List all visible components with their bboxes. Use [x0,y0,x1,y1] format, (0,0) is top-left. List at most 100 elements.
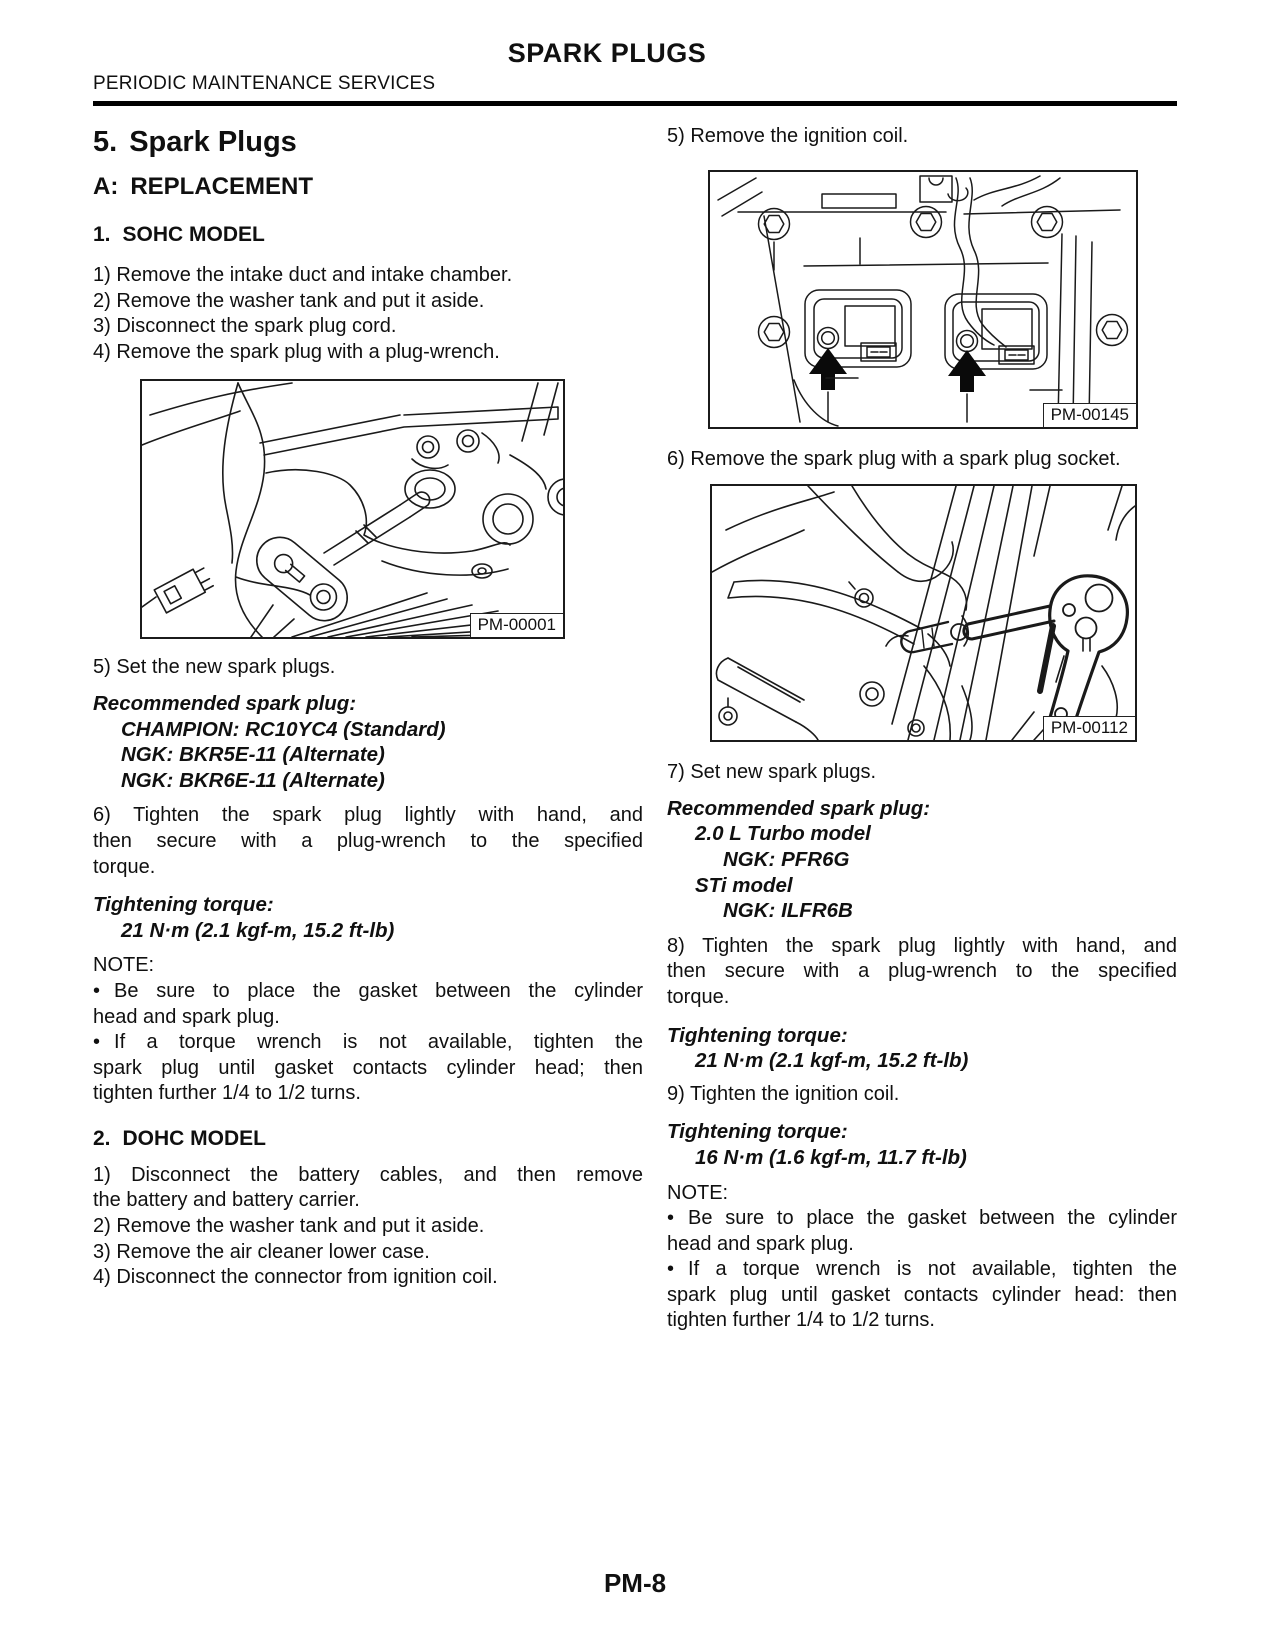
note-line: tighten further 1/4 to 1/2 turns. [93,1082,361,1105]
hex-bolt [1097,314,1128,345]
sohc-heading: 1. SOHC MODEL [93,223,643,247]
figure-code: PM-00145 [1050,404,1129,424]
step-5: 5) Set the new spark plugs. [93,656,336,679]
dohc-title: DOHC MODEL [122,1126,267,1150]
spec-plug: NGK: ILFR6B [723,899,853,923]
hex-bolt [759,208,790,239]
spec-line: NGK: BKR6E-11 (Alternate) [121,768,385,792]
dohc-steps: 1) Disconnect the battery cables, and th… [93,1163,643,1291]
ignition-coil-right [945,294,1047,369]
tightening-torque-spec-1: Tightening torque: 21 N·m (2.1 kgf-m, 15… [667,1023,1177,1074]
step-line: the battery and battery carrier. [93,1189,360,1212]
step-8-line: 8) Tighten the spark plug lightly with h… [667,934,1177,957]
dohc-number: 2. [93,1126,111,1150]
step-8-line: torque. [667,985,730,1008]
spec-plug: NGK: PFR6G [723,847,850,871]
bullet-glyph: • [93,1031,101,1054]
step-7: 7) Set new spark plugs. [667,761,876,784]
step-item: 1) Remove the intake duct and intake cha… [93,264,513,286]
subsection-letter: A: [93,173,119,200]
spec-model: 2.0 L Turbo model [695,822,871,846]
two-column-layout: 5. Spark Plugs A: REPLACEMENT 1. SOHC MODEL… [93,118,1177,1334]
recommended-plug-spec: Recommended spark plug: CHAMPION: RC10YC… [93,691,643,793]
ignition-coil-left [805,290,911,367]
coil-bolt-arrow-left [809,347,847,390]
chapter-number: 5. [93,126,118,158]
sohc-title: SOHC MODEL [122,223,265,246]
ignition-coil-removal-illustration [710,172,1136,427]
sohc-number: 1. [93,223,111,246]
note-line: tighten further 1/4 to 1/2 turns. [667,1309,935,1332]
note-label: NOTE: [667,1181,729,1204]
step-6-line: 6) Tighten the spark plug lightly with h… [93,804,643,827]
page-content: SPARK PLUGS PERIODIC MAINTENANCE SERVICE… [93,0,1177,1334]
step-item: 4) Remove the spark plug with a plug-wre… [93,340,500,363]
step-8-line: then secure with a plug-wrench to the sp… [667,960,1177,983]
note-bullet: • If a torque wrench is not available, ti… [93,1030,643,1107]
spec-title: Recommended spark plug: [667,796,931,820]
tightening-torque-spec-2: Tightening torque: 16 N·m (1.6 kgf-m, 11… [667,1119,1177,1170]
step-item: 4) Disconnect the connector from ignitio… [93,1266,498,1289]
note-line: spark plug until gasket contacts cylinde… [667,1283,1177,1306]
spark-plug-socket-illustration [712,486,1135,740]
subsection-title: REPLACEMENT [130,173,313,200]
hex-bolt [911,206,942,237]
spec-line: CHAMPION: RC10YC4 (Standard) [121,717,446,741]
header-rule [93,101,1177,106]
note-line: Be sure to place the gasket between the … [688,1207,1177,1230]
torque-title: Tightening torque: [667,1120,848,1144]
engine-bay-plug-wrench-illustration [142,381,563,637]
harness-connector [154,565,214,613]
figure-pm-00112: PM-00112 [710,484,1137,743]
step-6: 6) Tighten the spark plug lightly with h… [93,803,643,880]
figure-label: PM-00001 [469,613,563,638]
sohc-steps: 1) Remove the intake duct and intake cha… [93,263,643,365]
dohc-heading: 2. DOHC MODEL [93,1127,643,1151]
note-block: NOTE: •Be sure to place the gasket betwe… [93,953,643,1107]
step-6-right: 6) Remove the spark plug with a spark pl… [667,447,1121,470]
step-item: 2) Remove the washer tank and put it asi… [93,289,485,312]
torque-value: 16 N·m (1.6 kgf-m, 11.7 ft-lb) [695,1145,967,1169]
note-line: head and spark plug. [93,1005,280,1028]
chapter-heading: 5. Spark Plugs [93,126,643,159]
torque-title: Tightening torque: [667,1023,848,1047]
note-bullet: • If a torque wrench is not available, ti… [667,1257,1177,1334]
ratchet-head [247,528,356,630]
torque-value: 21 N·m (2.1 kgf-m, 15.2 ft-lb) [695,1049,969,1073]
tightening-torque-spec: Tightening torque: 21 N·m (2.1 kgf-m, 15… [93,892,643,943]
left-column: 5. Spark Plugs A: REPLACEMENT 1. SOHC MODEL… [93,118,643,1291]
step-item: 2) Remove the washer tank and put it asi… [93,1215,485,1238]
note-bullet: •Be sure to place the gasket between the… [93,979,643,1030]
spec-title: Recommended spark plug: [93,691,357,715]
figure-label: PM-00145 [1042,402,1136,427]
figure-pm-00145: PM-00145 [708,169,1138,429]
page-number: PM-8 [603,1568,667,1598]
step-6-line: then secure with a plug-wrench to the sp… [93,829,643,852]
note-line: head and spark plug. [667,1232,854,1255]
right-column: 5) Remove the ignition coil. [667,118,1177,1334]
note-line: If a torque wrench is not available, tig… [688,1258,1177,1281]
step-item: 1) Disconnect the battery cables, and th… [93,1163,643,1214]
note-block-right: NOTE: • Be sure to place the gasket betwe… [667,1181,1177,1335]
coil-bolt-arrow-right [948,349,986,392]
note-line: spark plug until gasket contacts cylinde… [93,1056,643,1079]
hex-bolt [759,316,790,347]
document-title: SPARK PLUGS [507,38,707,68]
figure-code: PM-00001 [477,615,556,635]
step-9: 9) Tighten the ignition coil. [667,1082,900,1105]
figure-code: PM-00112 [1050,718,1128,738]
figure-pm-00001: PM-00001 [140,379,565,640]
step-item: 3) Remove the air cleaner lower case. [93,1240,430,1263]
spec-model: STi model [695,873,793,897]
note-line: If a torque wrench is not available, tig… [114,1031,643,1054]
chapter-title: Spark Plugs [129,126,297,158]
figure-label: PM-00112 [1042,716,1135,741]
step-5-right: 5) Remove the ignition coil. [667,125,909,147]
bullet-glyph: • [667,1258,675,1281]
bullet-glyph: • [667,1207,675,1230]
note-bullet: • Be sure to place the gasket between the… [667,1206,1177,1257]
spec-line: NGK: BKR5E-11 (Alternate) [121,743,385,767]
torque-value: 21 N·m (2.1 kgf-m, 15.2 ft-lb) [121,918,395,942]
subsection-heading: A: REPLACEMENT [93,173,643,201]
